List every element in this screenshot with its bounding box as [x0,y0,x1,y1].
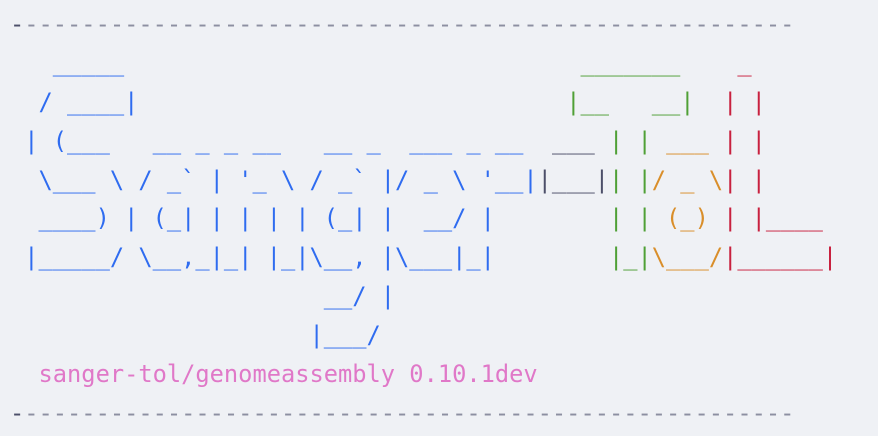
logo-row-4-segment: / _ \ [651,165,724,194]
logo-row-7-segment: __/ | [10,282,396,311]
logo-row-8-segment: |___/ [10,321,381,350]
separator-top: ----------------------------------------… [10,5,837,44]
logo-row-2: / ____| |__ __| | | [10,83,837,122]
logo-row-8: |___/ [10,316,837,355]
logo-row-6-segment: |_| [608,243,652,272]
logo-row-6-segment: \___/ [651,243,724,272]
logo-row-5-segment: (_) [666,204,709,233]
pipeline-version-segment: sanger-tol/genomeassembly 0.10.1dev [10,360,538,389]
logo-row-2-segment: | | [723,87,766,116]
logo-row-2-segment: / ____| [10,87,139,116]
logo-row-3-segment [652,127,666,155]
logo-row-3-segment [709,127,723,155]
logo-row-3-segment: | (___ __ _ _ __ __ _ ___ _ __ [10,126,524,155]
separator-top-segment: ----------------------------------------… [24,10,795,38]
logo-row-6: |_____/ \__,_|_| |_|\__, |\___|_| |_|\__… [10,238,837,277]
logo-row-4: \___ \ / _` | '_ \ / _` |/ _ \ '__||___|… [10,161,837,200]
logo-row-5: ____) | (_| | | | | (_| | __/ | | | (_) … [10,199,837,238]
logo-row-4-segment: \___ \ / _` | '_ \ / _` |/ _ \ '__| [10,165,538,194]
logo-row-1-segment: _______ [580,48,681,77]
logo-row-3-segment [523,127,552,155]
logo-row-1-segment: _____ [10,48,125,77]
logo-row-5-segment: | | [608,204,652,233]
logo-row-3-segment [595,127,609,155]
logo-row-3: | (___ __ _ _ __ __ _ ___ _ __ ___ | | _… [10,122,837,161]
logo-row-5-segment [652,204,666,232]
logo-row-5-segment [709,204,723,232]
logo-row-1-segment [680,49,737,77]
logo-row-3-segment: | | [723,126,766,155]
logo-row-3-segment: ___ [551,126,595,155]
separator-bottom: ----------------------------------------… [10,394,837,433]
logo-row-7: __/ | [10,277,837,316]
logo-row-1-segment [124,49,580,77]
pipeline-version: sanger-tol/genomeassembly 0.10.1dev [10,355,837,394]
logo-row-4-segment: | | [723,165,766,194]
separator-top-segment: - [10,10,25,38]
separator-bottom-segment: ----------------------------------------… [24,398,795,427]
logo-row-1: _____ _______ _ [10,44,837,83]
logo-row-1-segment: _ [737,48,752,77]
logo-row-6-segment: |______| [723,243,838,272]
logo-row-6-segment: |_____/ \__,_|_| |_|\__, |\___|_| [10,243,495,272]
logo-row-2-segment: |__ __| [566,87,695,116]
logo-row-2-segment [138,88,566,116]
logo-row-4-segment: | | [608,165,652,194]
logo-row-6-segment [495,243,609,271]
logo-row-3-segment: | | [609,126,652,155]
logo-row-2-segment [695,88,724,116]
logo-row-5-segment [495,204,609,232]
logo-row-5-segment: | |____ [723,204,823,233]
logo-row-5-segment: ____) | (_| | | | | (_| | __/ | [10,204,495,233]
separator-bottom-segment: - [10,398,25,427]
terminal-output: ----------------------------------------… [10,5,837,433]
logo-row-3-segment: ___ [666,126,709,155]
logo-row-4-segment: |___| [537,165,609,194]
